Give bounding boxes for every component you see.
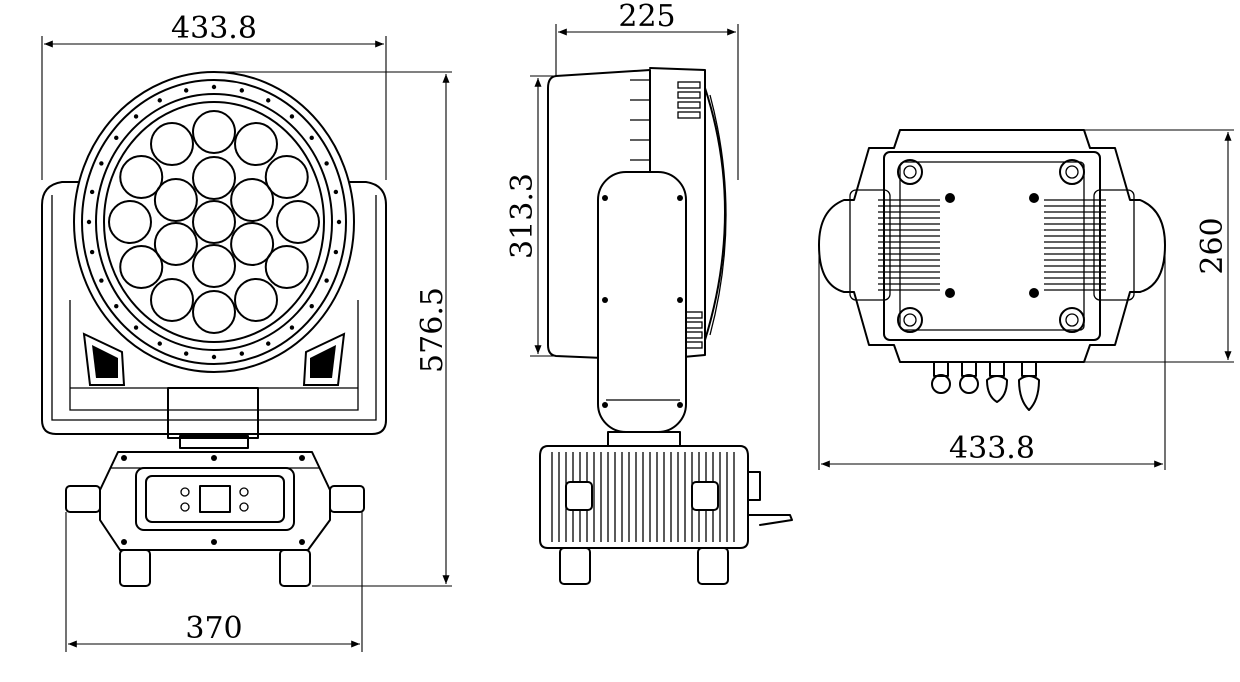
bolt (86, 219, 92, 225)
bolt (239, 88, 245, 93)
top-heat-fins (878, 199, 1106, 291)
bolt (266, 341, 271, 346)
bolt (239, 351, 245, 356)
led-lens (150, 277, 194, 322)
led-lens (119, 245, 164, 289)
dim-top-depth: 260 (1195, 217, 1230, 274)
bolt (324, 161, 329, 166)
bolt (289, 325, 295, 330)
bolt (309, 135, 314, 141)
dim-side-depth: 225 (618, 0, 675, 34)
bolt (157, 341, 162, 346)
bolt (211, 84, 217, 90)
led-lens (108, 200, 152, 244)
bolt (133, 114, 139, 119)
led-lens (192, 110, 236, 154)
led-lens (192, 200, 236, 244)
led-lens (264, 155, 309, 199)
led-lens-array (108, 110, 320, 334)
connectors (931, 361, 1040, 411)
heat-sink-fins (630, 79, 703, 349)
vent-slot (677, 101, 701, 109)
bolt (157, 98, 162, 103)
led-lens (230, 222, 275, 266)
top-view (818, 129, 1166, 411)
bolt (266, 98, 271, 103)
bolt (289, 114, 295, 119)
bolt (114, 135, 119, 141)
bolt (324, 278, 329, 283)
bolt (211, 354, 217, 360)
led-lens (234, 277, 278, 322)
bolt (309, 303, 314, 309)
bolt (183, 88, 189, 93)
led-lens (119, 155, 164, 199)
bolt (99, 161, 104, 166)
bezel-bolts (86, 84, 342, 360)
bolt (336, 219, 342, 225)
bolt (333, 249, 339, 255)
dim-side-lens-height: 313.3 (505, 173, 540, 259)
bolt (89, 189, 95, 195)
bolt (133, 325, 139, 330)
dim-front-width: 433.8 (171, 11, 257, 46)
led-lens (192, 290, 236, 334)
front-view (41, 71, 387, 587)
vent-slot (685, 331, 703, 339)
bolt (333, 189, 339, 195)
vent-slot (685, 341, 703, 349)
dim-top-width: 433.8 (949, 431, 1035, 466)
led-lens (264, 245, 309, 289)
bolt (89, 249, 95, 255)
led-lens (153, 222, 198, 266)
dim-base-width: 370 (185, 611, 242, 646)
led-lens (153, 178, 198, 222)
side-view (539, 67, 793, 585)
vent-slot (677, 81, 701, 89)
led-lens (230, 178, 275, 222)
bolt (114, 303, 119, 309)
led-lens (234, 122, 278, 167)
led-lens (192, 244, 236, 288)
vent-slot (685, 311, 703, 319)
dim-front-height: 576.5 (415, 287, 450, 373)
dimensions: 433.8 576.5 370 225 313.3 433.8 260 (41, 0, 1234, 652)
vent-slot (677, 91, 701, 99)
vent-slot (677, 111, 701, 119)
led-lens (192, 156, 236, 200)
led-lens (276, 200, 320, 244)
vent-slot (685, 321, 703, 329)
bolt (183, 351, 189, 356)
led-lens (150, 122, 194, 167)
bolt (99, 278, 104, 283)
